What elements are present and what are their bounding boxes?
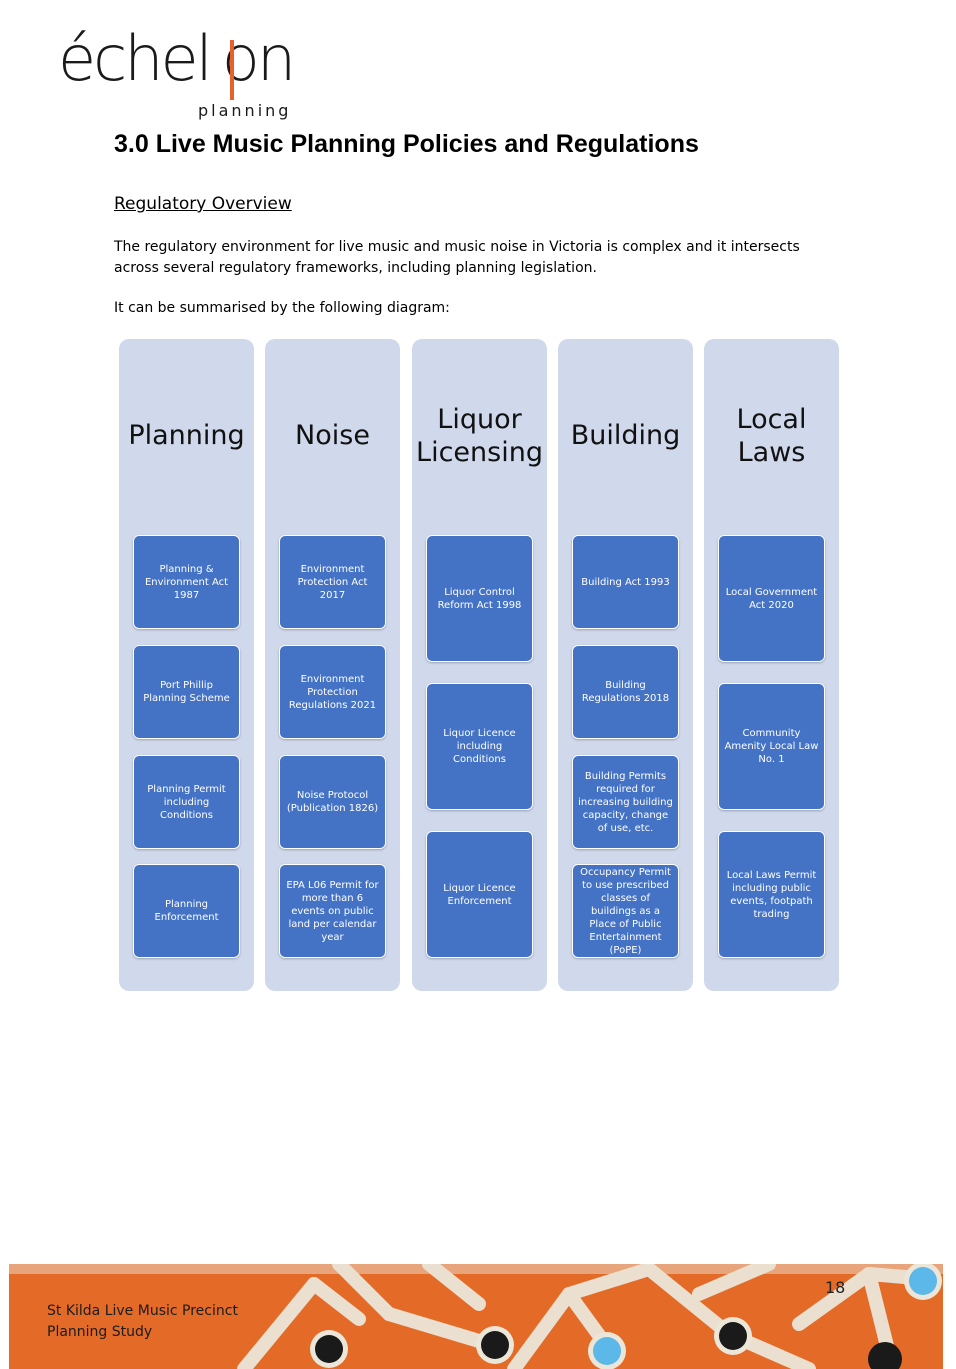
footer-decorative-pattern	[9, 1264, 943, 1369]
diagram-box: Planning & Environment Act 1987	[133, 535, 240, 629]
diagram-column-local-laws: Local Laws Local Government Act 2020 Com…	[704, 339, 839, 991]
diagram-box: Liquor Control Reform Act 1998	[426, 535, 533, 662]
body-paragraph: The regulatory environment for live musi…	[114, 239, 800, 276]
footer-line-1: St Kilda Live Music Precinct	[47, 1303, 238, 1319]
diagram-box: Planning Enforcement	[133, 864, 240, 958]
logo-subtitle: planning	[198, 101, 292, 120]
diagram-box: Environment Protection Regulations 2021	[279, 645, 386, 739]
diagram-box: Environment Protection Act 2017	[279, 535, 386, 629]
diagram-column-liquor-licensing: Liquor Licensing Liquor Control Reform A…	[412, 339, 547, 991]
diagram-box: Port Phillip Planning Scheme	[133, 645, 240, 739]
diagram-box: Liquor Licence Enforcement	[426, 831, 533, 958]
diagram-box: EPA L06 Permit for more than 6 events on…	[279, 864, 386, 958]
page-footer: St Kilda Live Music Precinct Planning St…	[9, 1264, 943, 1369]
diagram-box: Building Act 1993	[572, 535, 679, 629]
diagram-box: Planning Permit including Conditions	[133, 755, 240, 849]
footer-document-title: St Kilda Live Music Precinct Planning St…	[47, 1301, 267, 1343]
logo-wordmark-right: on	[221, 22, 296, 95]
diagram-box: Noise Protocol (Publication 1826)	[279, 755, 386, 849]
diagram-box: Liquor Licence including Conditions	[426, 683, 533, 810]
diagram-box: Community Amenity Local Law No. 1	[718, 683, 825, 810]
logo-accent-bar	[230, 40, 234, 100]
diagram-column-planning: Planning Planning & Environment Act 1987…	[119, 339, 254, 991]
logo-wordmark-left: échel	[58, 22, 213, 95]
column-title: Noise	[295, 420, 370, 451]
section-heading: Regulatory Overview	[114, 194, 292, 214]
diagram-box: Occupancy Permit to use prescribed class…	[572, 864, 679, 958]
column-title: Planning	[128, 420, 245, 451]
column-title: Local Laws	[736, 404, 807, 468]
diagram-column-noise: Noise Environment Protection Act 2017 En…	[265, 339, 400, 991]
column-title: Building	[570, 420, 681, 451]
column-title: Liquor Licensing	[416, 404, 543, 468]
page-number: 18	[825, 1278, 846, 1297]
footer-line-2: Planning Study	[47, 1324, 153, 1340]
page-title: 3.0 Live Music Planning Policies and Reg…	[114, 130, 699, 158]
diagram-box: Building Regulations 2018	[572, 645, 679, 739]
diagram-box: Building Permits required for increasing…	[572, 755, 679, 849]
diagram-box: Local Laws Permit including public event…	[718, 831, 825, 958]
diagram-intro: It can be summarised by the following di…	[114, 300, 450, 316]
diagram-box: Local Government Act 2020	[718, 535, 825, 662]
diagram-column-building: Building Building Act 1993 Building Regu…	[558, 339, 693, 991]
